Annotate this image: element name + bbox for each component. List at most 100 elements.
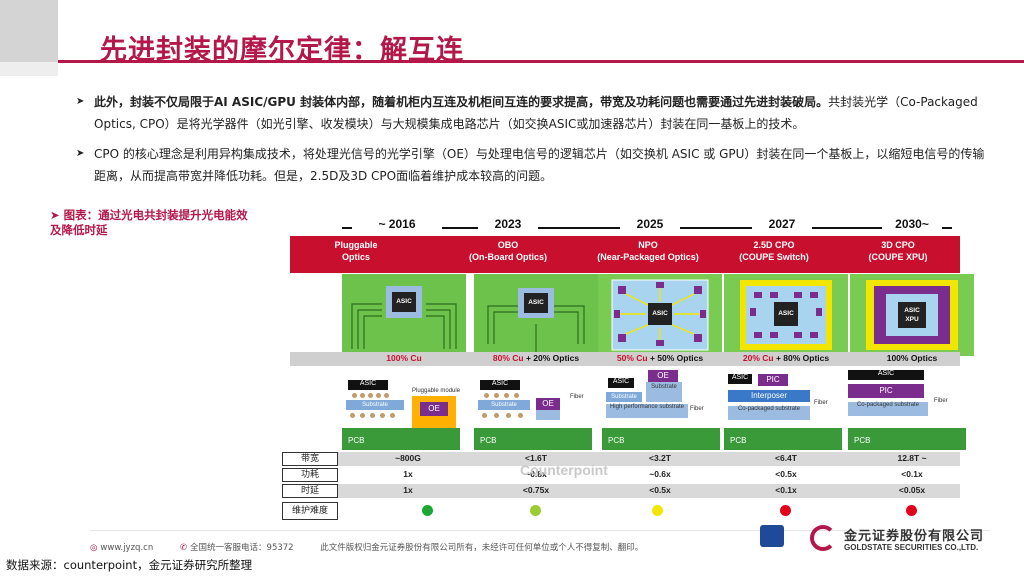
metric-value: ~0.8x	[525, 469, 547, 479]
fiber-label: Fiber	[934, 398, 948, 404]
bullet-item: ➤ CPO 的核心理念是利用异构集成技术，将处理光信号的光学引擎（OE）与处理电…	[76, 143, 994, 187]
fiber-label: Fiber	[570, 394, 584, 400]
cpo-3d-traces-icon	[866, 280, 958, 350]
copyright-text: 此文件版权归金元证券股份有限公司所有，未经许可任何单位或个人不得复制、翻印。	[320, 543, 644, 553]
bullet-item: ➤ 此外，封装不仅局限于AI ASIC/GPU 封装体内部，随着机柜内互连及机柜…	[76, 91, 994, 135]
metric-label: 功耗	[282, 468, 338, 482]
company-name-en: GOLDSTATE SECURITIES CO.,LTD.	[844, 543, 979, 552]
metric-value: <0.5x	[775, 469, 797, 479]
metric-value: ~800G	[395, 453, 421, 463]
source-note: 数据来源：counterpoint，金元证券研究所整理	[6, 558, 253, 572]
metric-row-latency: 时延 1x <0.75x <0.5x <0.1x <0.05x	[282, 484, 960, 498]
header-gray-block	[0, 0, 58, 62]
metric-value: <3.2T	[649, 453, 671, 463]
high-perf-substrate: High performance substrate	[606, 404, 688, 418]
maintenance-dot	[422, 505, 433, 516]
substrate-layer: Substrate	[646, 382, 682, 402]
stage-label: NPO(Near-Packaged Optics)	[597, 240, 699, 262]
metric-label: 时延	[282, 484, 338, 498]
cpo-3d-side-view: ASIC PIC Co-packaged substrate Fiber PCB	[848, 370, 978, 450]
globe-icon: ◎	[90, 543, 98, 553]
timeline-years: ~ 2016 2023 2025 2027 2030~	[290, 212, 960, 236]
maintenance-dot	[652, 505, 663, 516]
substrate-layer: Substrate	[478, 400, 530, 410]
mix-label: 50% Cu + 50% Optics	[616, 353, 704, 363]
metric-value: <0.75x	[522, 485, 550, 495]
asic-block: ASIC	[348, 380, 388, 390]
asic-block: ASIC	[480, 380, 520, 390]
pcb-layer: PCB	[474, 428, 592, 450]
exchange-logo-icon	[760, 525, 784, 547]
maintenance-dot	[906, 505, 917, 516]
metric-label: 维护难度	[282, 502, 338, 520]
cpo-2-5d-side-view: ASIC PIC Interposer Co-packaged substrat…	[724, 370, 854, 450]
cpo-traces-icon	[740, 280, 832, 350]
hotline-text: 全国统一客服电话：95372	[190, 543, 294, 553]
stage-label: OBO(On-Board Optics)	[469, 240, 547, 262]
year-label: 2025	[620, 217, 680, 231]
metric-value: ~0.6x	[649, 469, 671, 479]
oe-block: OE	[648, 370, 678, 382]
phone-icon: ✆	[179, 543, 188, 553]
metric-value: 12.8T ~	[897, 453, 927, 463]
page-title: 先进封装的摩尔定律：解互连	[100, 35, 464, 66]
asic-chip: ASIC	[524, 293, 548, 313]
obo-side-view: ASIC Substrate OE Fiber PCB	[474, 370, 604, 450]
pcb-traces-icon	[487, 305, 585, 352]
co-packaged-substrate: Co-packaged substrate	[848, 402, 928, 416]
stage-label: 3D CPO(COUPE XPU)	[868, 240, 928, 262]
pcb-layer: PCB	[848, 428, 966, 450]
metric-value: <0.1x	[901, 469, 923, 479]
fiber-label: Fiber	[814, 400, 828, 406]
pcb-traces-icon	[351, 303, 457, 349]
npo-top-view: ASIC	[598, 274, 722, 356]
obo-top-view: ASIC	[474, 274, 598, 356]
interposer-layer: Interposer	[728, 390, 810, 402]
npo-side-view: ASIC OE Substrate Substrate High perform…	[602, 370, 732, 450]
figure-caption-text: 图表：通过光电共封装提升光电能效及降低时延	[50, 208, 248, 237]
bullet-list: ➤ 此外，封装不仅局限于AI ASIC/GPU 封装体内部，随着机柜内互连及机柜…	[76, 91, 994, 195]
fiber-label: Fiber	[690, 406, 704, 412]
cpo-2-5d-top-view: ASIC	[724, 274, 848, 356]
maintenance-dot	[530, 505, 541, 516]
footer: ◎www.jyzq.cn ✆全国统一客服电话：95372 此文件版权归金元证券股…	[90, 541, 667, 553]
stage-label: 2.5D CPO(COUPE Switch)	[739, 240, 809, 262]
metric-value: <6.4T	[775, 453, 797, 463]
asic-chip: ASIC	[648, 303, 672, 325]
substrate-layer: Substrate	[606, 392, 642, 402]
year-label: 2030~	[882, 217, 942, 231]
asic-block: ASIC	[608, 378, 634, 388]
oe-block: OE	[420, 402, 448, 416]
pluggable-module-label: Pluggable module	[412, 388, 461, 394]
metric-label: 带宽	[282, 452, 338, 466]
mix-label: 80% Cu + 20% Optics	[492, 353, 580, 363]
year-label: 2027	[752, 217, 812, 231]
maintenance-dot	[780, 505, 791, 516]
company-logo: 金元证券股份有限公司 GOLDSTATE SECURITIES CO.,LTD.	[760, 523, 1010, 559]
metric-row-power: 功耗 1x ~0.8x ~0.6x <0.5x <0.1x	[282, 468, 960, 482]
pic-block: PIC	[848, 384, 924, 398]
counterpoint-watermark: Counterpoint	[520, 462, 608, 478]
arrow-bullet-icon: ➤	[50, 208, 64, 222]
header-divider	[58, 60, 1024, 63]
metric-value: <0.1x	[775, 485, 797, 495]
arrow-bullet-icon: ➤	[76, 148, 85, 159]
npo-traces-icon	[611, 279, 709, 351]
pluggable-top-view: ASIC	[342, 274, 466, 356]
bullet-bold-text: 此外，封装不仅局限于AI ASIC/GPU 封装体内部，随着机柜内互连及机柜间互…	[94, 95, 829, 109]
year-label: ~ 2016	[352, 217, 442, 231]
website-link[interactable]: www.jyzq.cn	[100, 543, 154, 553]
pluggable-side-view: ASIC Substrate Pluggable module OE PCB	[342, 370, 472, 450]
optics-mix-band: 100% Cu 80% Cu + 20% Optics 50% Cu + 50%…	[290, 352, 960, 366]
asic-block: ASIC	[848, 370, 924, 380]
mix-label: 100% Cu	[386, 353, 422, 363]
pic-block: PIC	[758, 374, 788, 386]
metric-value: <1.6T	[525, 453, 547, 463]
oe-block: OE	[536, 398, 560, 410]
pcb-layer: PCB	[342, 428, 460, 450]
oe-substrate	[536, 408, 560, 420]
